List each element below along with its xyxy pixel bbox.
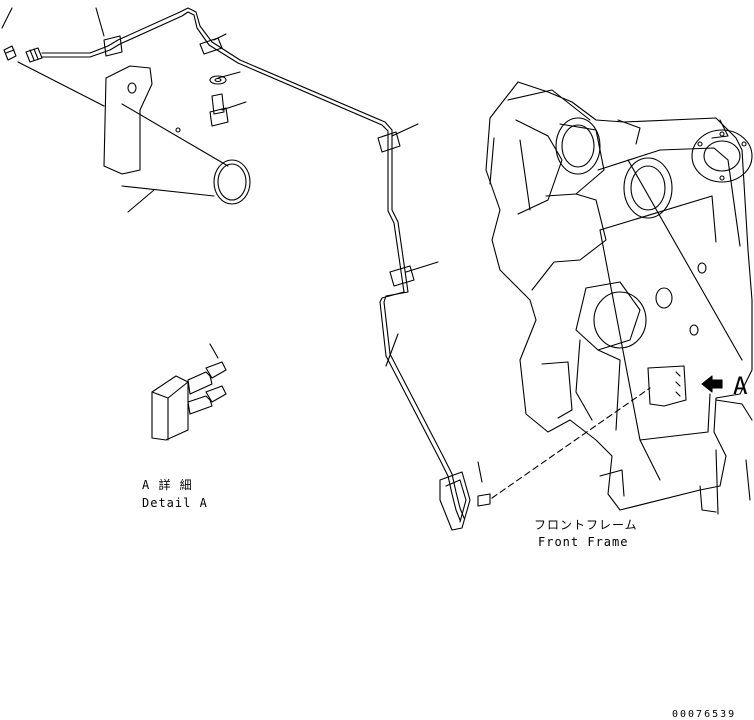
pipe-route-dashed (491, 387, 651, 499)
elbow-fitting (3, 45, 17, 61)
pipe-end-fitting (439, 471, 491, 531)
mounting-bracket (647, 365, 687, 407)
frame-boss (555, 117, 707, 349)
view-arrow (701, 375, 723, 393)
front-frame-label-ja: フロントフレーム (534, 518, 638, 532)
flange-plate (691, 129, 753, 183)
hose-nut (25, 47, 43, 63)
detail-a-title-ja: A 詳 細 (142, 478, 193, 492)
washer (209, 75, 227, 85)
document-number: 00076539 (672, 709, 737, 720)
grease-nipple (205, 361, 227, 403)
callout-leader (1, 7, 751, 515)
detail-a-title-en: Detail A (142, 496, 208, 510)
pipe-clamp (103, 35, 415, 287)
front-frame (485, 81, 753, 513)
front-frame-label-en: Front Frame (538, 535, 629, 549)
grease-pipe (41, 7, 465, 521)
grease-block (151, 371, 213, 441)
view-arrow-letter: A (733, 372, 748, 400)
bolt (209, 93, 229, 127)
pin-with-flange (103, 65, 251, 205)
